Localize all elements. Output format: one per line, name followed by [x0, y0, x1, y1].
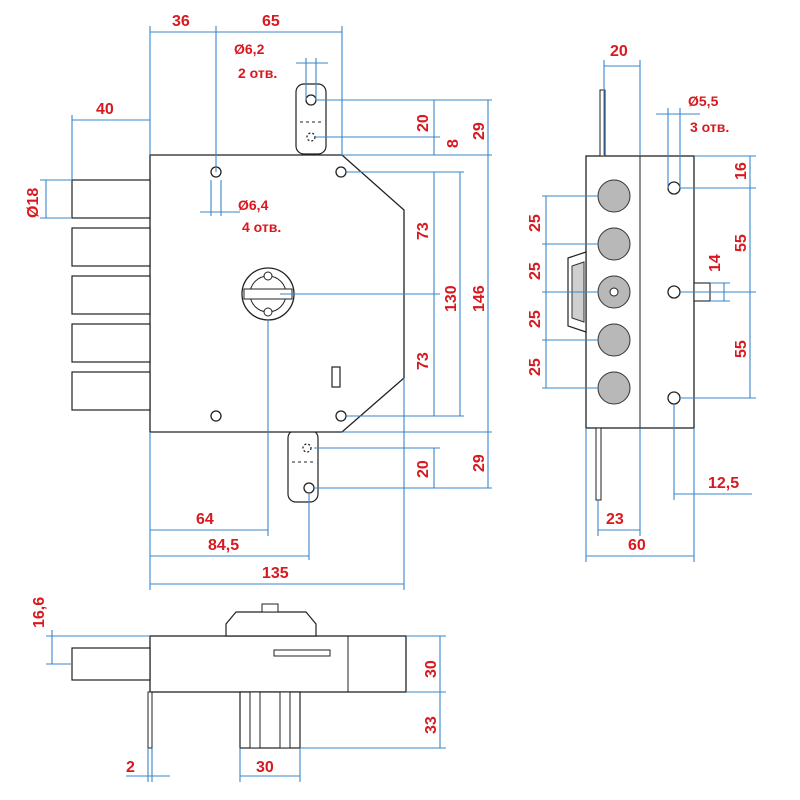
bottom-tail [147, 691, 153, 749]
top-plate-hole [305, 94, 317, 106]
bolt-head-2 [597, 227, 631, 261]
dim-side-60: 60 [628, 537, 646, 554]
dim-plate-top-8: 8 [445, 139, 462, 148]
side-hole-3 [667, 391, 681, 405]
dim-side-16: 16 [733, 162, 750, 180]
dim-side-hole-dia: Ø5,5 [688, 93, 719, 109]
bolt-head-5 [597, 371, 631, 405]
dim-plate-top-20: 20 [415, 114, 432, 132]
dim-body-hole-count: 4 отв. [242, 219, 281, 235]
dim-side-55-bottom: 55 [733, 340, 750, 358]
body-hole-3 [210, 410, 222, 422]
dim-bottom-30-right: 30 [423, 660, 440, 678]
dim-73-top: 73 [415, 222, 432, 240]
side-hole-2 [667, 285, 681, 299]
side-hole-1 [667, 181, 681, 195]
body-hole-2 [335, 166, 347, 178]
dim-side-55-top: 55 [733, 234, 750, 252]
dim-146: 146 [471, 285, 488, 312]
body-hole-4 [335, 410, 347, 422]
front-view [71, 83, 405, 503]
dim-130: 130 [443, 285, 460, 312]
dim-side-hole-count: 3 отв. [690, 119, 729, 135]
dim-plate-top-29: 29 [471, 122, 488, 140]
dim-bottom-33: 33 [423, 716, 440, 734]
bottom-bolt [71, 647, 151, 681]
cylinder-housing [239, 691, 301, 749]
bolt-1 [71, 179, 151, 219]
top-tail [599, 89, 606, 157]
dim-18: Ø18 [25, 188, 42, 218]
latch-slot [331, 366, 341, 388]
dim-side-14: 14 [707, 254, 724, 272]
bolt-3 [71, 275, 151, 315]
bottom-plate-hole [303, 482, 315, 494]
side-view [567, 89, 711, 501]
dim-73-bottom: 73 [415, 352, 432, 370]
dim-plate-bottom-20: 20 [415, 460, 432, 478]
bolt-5 [71, 371, 151, 411]
dim-64: 64 [196, 511, 214, 528]
dim-side-25-c: 25 [527, 310, 544, 328]
dim-84-5: 84,5 [208, 537, 239, 554]
dim-side-20: 20 [610, 43, 628, 60]
bolt-head-4 [597, 323, 631, 357]
bolt-2 [71, 227, 151, 267]
dim-side-25-b: 25 [527, 262, 544, 280]
dim-side-12-5: 12,5 [708, 475, 739, 492]
bottom-tail [595, 427, 602, 501]
dim-body-hole-dia: Ø6,4 [238, 197, 269, 213]
dim-65: 65 [262, 13, 280, 30]
bottom-body [149, 635, 407, 693]
dim-bottom-16-6: 16,6 [31, 597, 48, 628]
dim-top-hole-dia: Ø6,2 [234, 41, 265, 57]
dim-135: 135 [262, 565, 289, 582]
bolt-head-1 [597, 179, 631, 213]
dim-36: 36 [172, 13, 190, 30]
dim-side-25-a: 25 [527, 214, 544, 232]
dim-plate-bottom-29: 29 [471, 454, 488, 472]
dim-40: 40 [96, 101, 114, 118]
bolt-4 [71, 323, 151, 363]
cylinder-profile [225, 611, 317, 637]
dim-side-25-d: 25 [527, 358, 544, 376]
bottom-view [71, 603, 407, 749]
dim-bottom-2: 2 [126, 759, 135, 776]
bottom-slot [273, 649, 331, 657]
dim-side-23: 23 [606, 511, 624, 528]
dim-top-hole-count: 2 отв. [238, 65, 277, 81]
dim-bottom-30: 30 [256, 759, 274, 776]
